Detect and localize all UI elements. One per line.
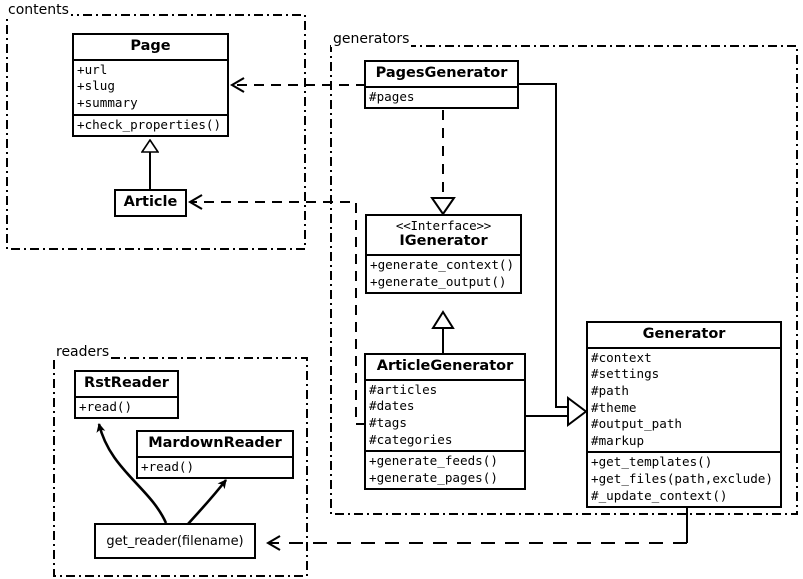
attribute-row: #output_path (591, 416, 682, 432)
attribute-row: #tags (369, 414, 407, 430)
class-attributes-article-generator: #articles #dates #tags #categories (366, 378, 524, 450)
operation-row: +read() (141, 458, 195, 474)
class-name-text-igenerator: IGenerator (399, 233, 488, 250)
operation-row: +get_files(path,exclude) (591, 470, 773, 486)
class-name-pages-generator: PagesGenerator (375, 65, 508, 81)
class-box-page[interactable]: Page +url +slug +summary +check_properti… (72, 33, 229, 138)
class-box-article-generator[interactable]: ArticleGenerator #articles #dates #tags … (364, 353, 526, 491)
attribute-row: #pages (369, 88, 415, 104)
class-name-article-generator: ArticleGenerator (376, 358, 514, 374)
class-attributes-generator: #context #settings #path #theme #output_… (588, 346, 780, 452)
class-operations-generator: +get_templates() +get_files(path,exclude… (588, 451, 780, 506)
operation-row: +check_properties() (77, 116, 222, 132)
class-box-article[interactable]: Article (114, 189, 187, 217)
function-name-get-reader: get_reader(filename) (106, 533, 244, 549)
connector-getreader-creates-mardownreader (187, 479, 228, 525)
class-box-pages-generator[interactable]: PagesGenerator #pages (364, 60, 519, 110)
class-attributes-pages-generator: #pages (366, 85, 517, 108)
operation-row: +generate_feeds() (369, 453, 498, 469)
connector-pagesgenerator-extends-generator (519, 83, 568, 408)
class-operations-igenerator: +generate_context() +generate_output() (367, 254, 520, 292)
operation-row: +get_templates() (591, 454, 713, 470)
class-name-rst-reader: RstReader (84, 375, 169, 391)
attribute-row: +slug (77, 78, 115, 94)
class-attributes-page: +url +slug +summary (74, 58, 227, 114)
operation-row: +read() (79, 398, 133, 414)
class-name-igenerator: <<Interface>> IGenerator (367, 216, 520, 254)
package-label-generators: generators (331, 31, 412, 47)
attribute-row: +summary (77, 94, 138, 110)
connector-articlegenerator-extends-generator (526, 396, 588, 427)
class-name-mardown-reader: MardownReader (148, 435, 282, 451)
operation-row: +generate_output() (370, 273, 507, 289)
class-stereotype-igenerator: <<Interface>> (395, 218, 492, 233)
attribute-row: #markup (591, 432, 645, 448)
operation-row: +generate_pages() (369, 469, 498, 485)
attribute-row: #theme (591, 399, 637, 415)
operation-row: +generate_context() (370, 257, 515, 273)
class-operations-mardown-reader: +read() (138, 455, 292, 478)
operation-row: #_update_context() (591, 487, 728, 503)
attribute-row: #path (591, 382, 629, 398)
class-name-page: Page (130, 38, 171, 54)
attribute-row: #settings (591, 366, 660, 382)
class-operations-page: +check_properties() (74, 113, 227, 136)
connector-pagesgenerator-realizes-igenerator (430, 110, 456, 216)
attribute-row: +url (77, 61, 108, 77)
class-operations-article-generator: +generate_feeds() +generate_pages() (366, 450, 524, 488)
attribute-row: #dates (369, 398, 415, 414)
class-operations-rst-reader: +read() (76, 395, 177, 418)
class-box-rst-reader[interactable]: RstReader +read() (74, 370, 179, 420)
connector-articlegenerator-uses-article (190, 202, 366, 425)
connector-generator-uses-get-reader (268, 503, 688, 543)
class-box-igenerator[interactable]: <<Interface>> IGenerator +generate_conte… (365, 214, 522, 295)
function-box-get-reader[interactable]: get_reader(filename) (94, 523, 256, 559)
attribute-row: #categories (369, 431, 453, 447)
attribute-row: #context (591, 349, 652, 365)
class-name-article: Article (123, 194, 178, 210)
class-box-generator[interactable]: Generator #context #settings #path #them… (586, 321, 782, 509)
class-name-generator: Generator (642, 326, 726, 342)
package-label-readers: readers (54, 344, 112, 360)
class-box-mardown-reader[interactable]: MardownReader +read() (136, 430, 294, 480)
package-label-contents: contents (6, 2, 71, 18)
attribute-row: #articles (369, 381, 438, 397)
connector-articlegenerator-extends-igenerator (431, 310, 455, 353)
